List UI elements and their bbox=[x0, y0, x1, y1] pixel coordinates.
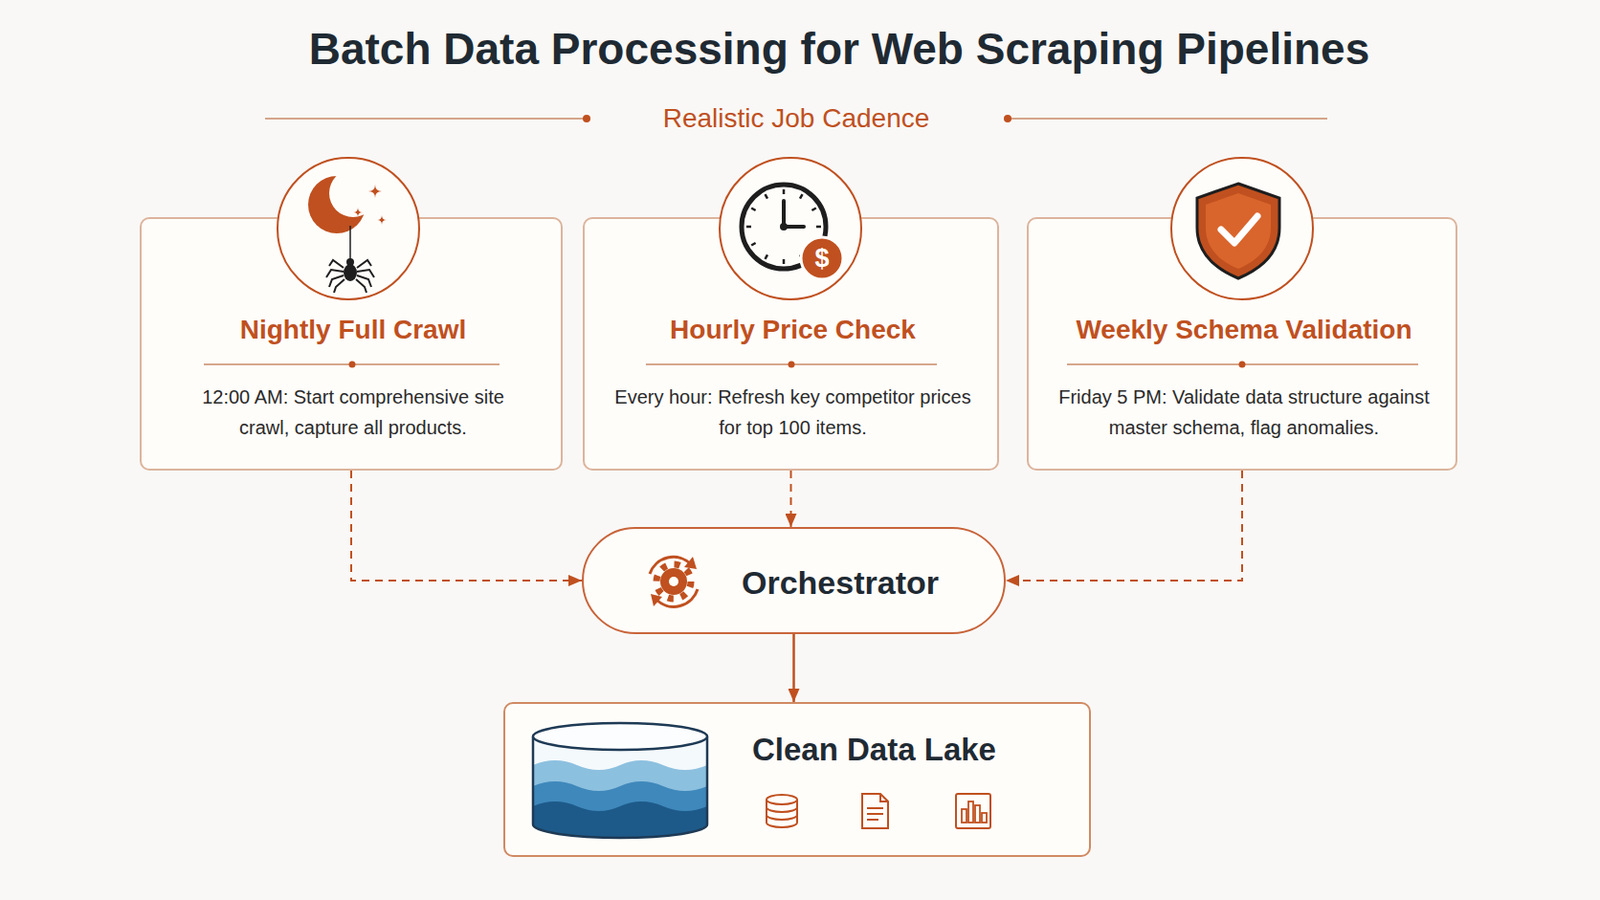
card-heading: Nightly Full Crawl bbox=[141, 312, 565, 348]
storage-box: Clean Data Lake bbox=[503, 702, 1091, 858]
storage-label: Clean Data Lake bbox=[752, 731, 1078, 770]
diagram-title: Batch Data Processing for Web Scraping P… bbox=[0, 22, 1600, 75]
moon-spider-icon bbox=[329, 169, 378, 218]
flow-connector bbox=[351, 470, 582, 581]
flow-connector bbox=[790, 470, 793, 528]
flow-connector bbox=[1005, 470, 1243, 581]
card-body: Every hour: Refresh key competitor price… bbox=[601, 381, 985, 444]
hub-label: Orchestrator bbox=[741, 529, 1000, 637]
header-rule bbox=[1008, 117, 1328, 120]
job-card: Nightly Full Crawl 12:00 AM: Start compre… bbox=[139, 217, 563, 471]
flow-connector bbox=[792, 634, 796, 703]
section-subtitle: Realistic Job Cadence bbox=[663, 103, 931, 134]
job-card: Hourly Price CheckEvery hour: Refresh ke… bbox=[582, 217, 1000, 471]
moon-spider-icon bbox=[368, 184, 382, 199]
header-rule bbox=[265, 117, 586, 120]
currency-symbol: $ bbox=[814, 244, 829, 274]
card-heading: Hourly Price Check bbox=[584, 312, 1001, 348]
card-body: Friday 5 PM: Validate data structure aga… bbox=[1038, 381, 1450, 444]
moon-spider-icon bbox=[353, 207, 363, 218]
card-body: 12:00 AM: Start comprehensive site crawl… bbox=[180, 381, 526, 444]
header-rule bbox=[582, 114, 591, 123]
card-heading: Weekly Schema Validation bbox=[1028, 312, 1460, 348]
job-card: Weekly Schema ValidationFriday 5 PM: Val… bbox=[1026, 217, 1458, 471]
header-rule bbox=[1003, 114, 1012, 123]
hub-pill: Orchestrator bbox=[581, 527, 1006, 635]
